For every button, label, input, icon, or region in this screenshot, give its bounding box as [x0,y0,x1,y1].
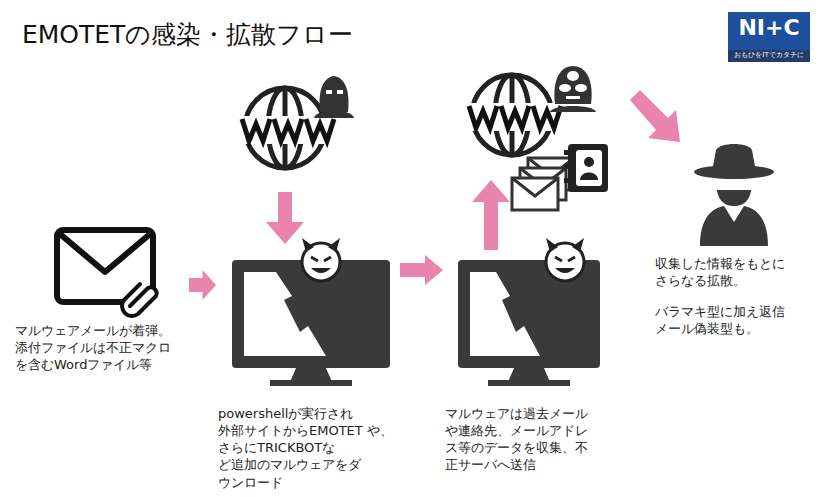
step-caption: マルウェアメールが着弾。 添付ファイルは不正マクロ を含むWordファイル等 [15,322,187,373]
logo-box [728,12,810,62]
www-mark [242,119,334,141]
spread-arrow [630,90,680,142]
spread-step: 収集した情報をもとに さらなる拡散。バラマキ型に加え返信 メール偽装型も。 [655,140,815,453]
flow-arrow [400,255,443,285]
envelope-stack [512,158,574,210]
pc-monitor [458,260,600,386]
devil-icon [302,238,340,281]
infection-step: powershellが実行され 外部サイトからEMOTET や、さらにTRICK… [218,255,398,497]
step-caption: バラマキ型に加え返信 メール偽装型も。 [655,303,815,337]
flow-arrow [189,270,216,300]
spy-icon [694,144,774,246]
devil-icon [546,238,584,281]
diagram-title: EMOTETの感染・拡散フロー [22,18,353,51]
collection-step: マルウェアは過去メール や連絡先、メールアドレ ス等のデータを収集、不 正サーバ… [445,258,617,497]
upload-arrow [472,180,510,250]
www-mark [469,106,561,128]
contact-book-icon [564,144,608,192]
step-caption: powershellが実行され 外部サイトからEMOTET や、さらにTRICK… [218,405,398,491]
www-band [238,116,334,144]
logo-band [728,50,810,62]
hacker-icon [314,76,354,118]
download-arrow [266,192,304,244]
masked-attacker-icon [550,66,596,112]
step-caption: 収集した情報をもとに さらなる拡散。 [655,255,815,289]
www-band [465,103,561,131]
logo-text: NI+C [738,17,799,39]
logo-tagline: おもひをITでカタチに [734,52,803,59]
mail-step: マルウェアメールが着弾。 添付ファイルは不正マクロ を含むWordファイル等 [15,225,187,471]
step-caption: マルウェアは過去メール や連絡先、メールアドレ ス等のデータを収集、不 正サーバ… [445,405,617,474]
paperclip-icon [122,283,157,317]
